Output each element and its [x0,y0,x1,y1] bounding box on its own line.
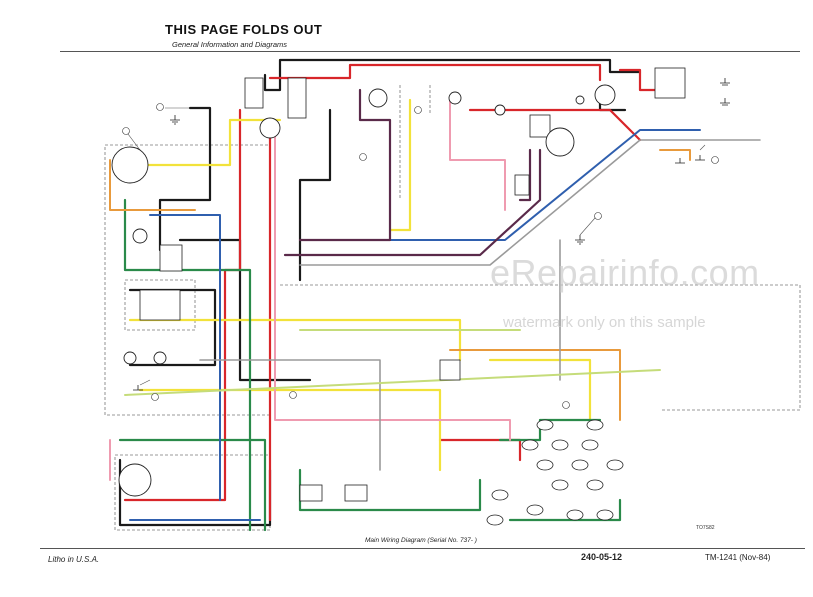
starter-motor [545,127,575,157]
connector-mid [514,174,530,196]
connector-left-switch [159,244,183,272]
horn-1 [123,351,137,365]
wire-light-green [124,329,661,396]
page-subtitle: General Information and Diagrams [172,40,288,49]
wire-orange [109,149,691,421]
ignition-switch [111,146,149,184]
relay-bottom-1 [299,484,323,502]
lamp-sockets [486,419,624,526]
page-number: 240-05-12 [581,552,623,562]
watermark-note: watermark only on this sample [503,314,706,331]
top-harness-outline [399,85,431,200]
gauge-sender-1 [368,88,388,108]
switch-box-outline [124,279,196,331]
ground-stud-top [575,95,585,105]
connector-top-center [287,77,307,119]
sensor-upper [494,104,506,116]
horn-2 [153,351,167,365]
connector-top-left [244,77,264,109]
footer-divider [40,548,805,549]
wire-purple [283,88,542,257]
connector-solenoid [529,114,551,138]
relay-bottom-2 [344,484,368,502]
round-components [111,84,616,497]
switch-block [139,289,181,321]
center-harness-outline [280,284,801,411]
litho-note: Litho in U.S.A. [48,555,100,564]
wire-pink [109,99,511,481]
light-switch [132,228,148,244]
page-title: THIS PAGE FOLDS OUT [165,22,323,37]
connectors [139,67,686,502]
manual-reference: TM-1241 (Nov-84) [705,553,771,562]
watermark-site: eRepairinfo.com [490,252,760,293]
sender-2 [448,91,462,105]
header-divider [60,51,800,52]
round-connector-bottom [118,463,152,497]
wire-gray [199,139,761,471]
diagram-part-code: TO7S82 [696,525,715,531]
relay-top-right [654,67,686,99]
callouts [122,103,719,409]
connector-center [439,359,461,381]
leader-lines [124,107,706,386]
key-switch [259,117,281,139]
wire-blue [129,129,701,521]
ground-symbols [133,78,730,391]
alternator [594,84,616,106]
diagram-caption: Main Wiring Diagram (Serial No. 737- ) [365,537,477,544]
